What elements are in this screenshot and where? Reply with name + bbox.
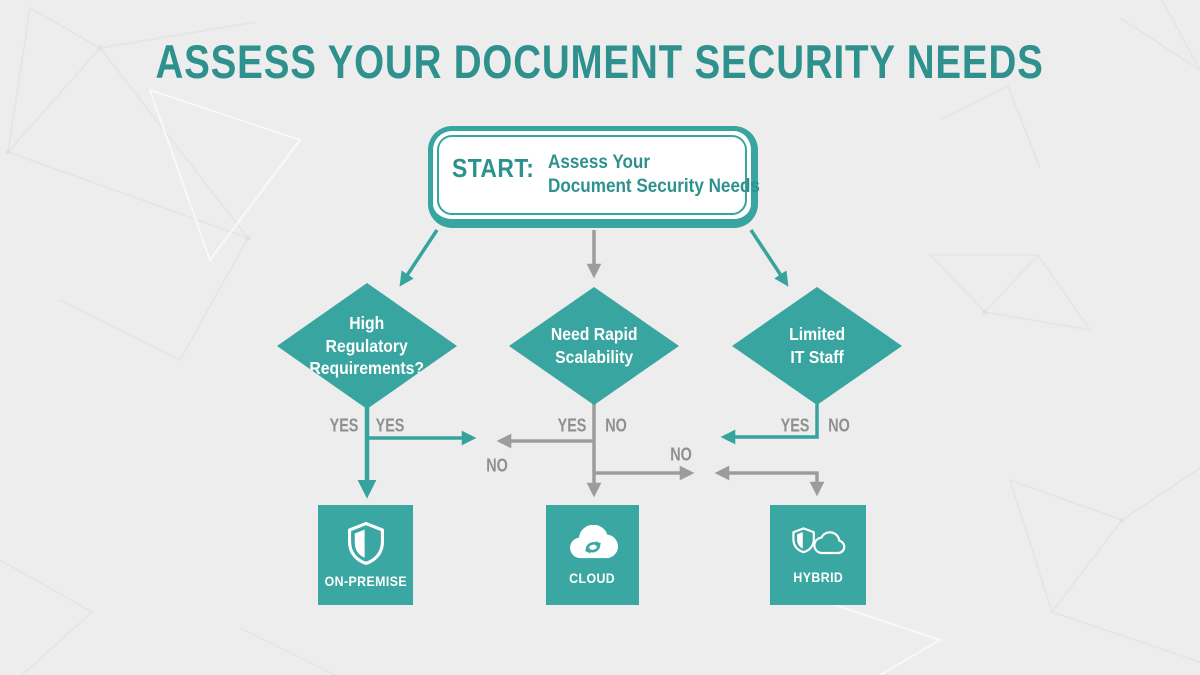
no-label-mid-left: NO xyxy=(486,455,508,476)
arrow-decision3-yes-branch-left xyxy=(720,404,819,445)
start-text-line1: Assess Your xyxy=(547,152,650,174)
outcome-hybrid: HYBRID xyxy=(770,505,866,605)
start-text-line2: Document Security Needs xyxy=(547,176,760,197)
arrow-start-to-decision3 xyxy=(749,229,789,287)
shield-half-icon xyxy=(347,522,384,565)
outcome-hybrid-label: HYBRID xyxy=(793,568,843,585)
start-prefix: START: xyxy=(452,152,535,183)
cloud-sync-icon xyxy=(569,524,618,558)
decision1-yes-left-label: YES xyxy=(329,415,359,436)
decision-rapid-scalability-label: Need Rapid Scalability xyxy=(550,324,638,367)
decision3-no-label: NO xyxy=(828,415,850,436)
page-title: ASSESS YOUR DOCUMENT SECURITY NEEDS xyxy=(0,34,1200,89)
decision-high-regulatory-label: High Regulatory Requirements? xyxy=(309,312,425,379)
shield-cloud-icon xyxy=(792,526,846,554)
outcome-cloud-label: CLOUD xyxy=(569,569,616,586)
outcome-on-premise: ON-PREMISE xyxy=(318,505,413,605)
start-node-inner-border: START: Assess Your Document Security Nee… xyxy=(437,135,759,215)
arrow-start-to-decision1 xyxy=(399,229,439,287)
start-node: START: Assess Your Document Security Nee… xyxy=(428,126,759,228)
decision2-yes-label: YES xyxy=(557,415,587,436)
start-text: Assess Your Document Security Needs xyxy=(548,151,783,199)
outcome-on-premise-label: ON-PREMISE xyxy=(324,573,407,589)
decision2-no-label: NO xyxy=(605,415,627,436)
no-label-mid-right: NO xyxy=(670,444,692,465)
outcome-cloud: CLOUD xyxy=(546,505,639,605)
page-title-text: ASSESS YOUR DOCUMENT SECURITY NEEDS xyxy=(155,35,1045,88)
decision-limited-it-staff-label: Limited IT Staff xyxy=(788,324,845,367)
decision3-yes-label: YES xyxy=(780,415,810,436)
decision1-yes-right-label: YES xyxy=(375,415,405,436)
